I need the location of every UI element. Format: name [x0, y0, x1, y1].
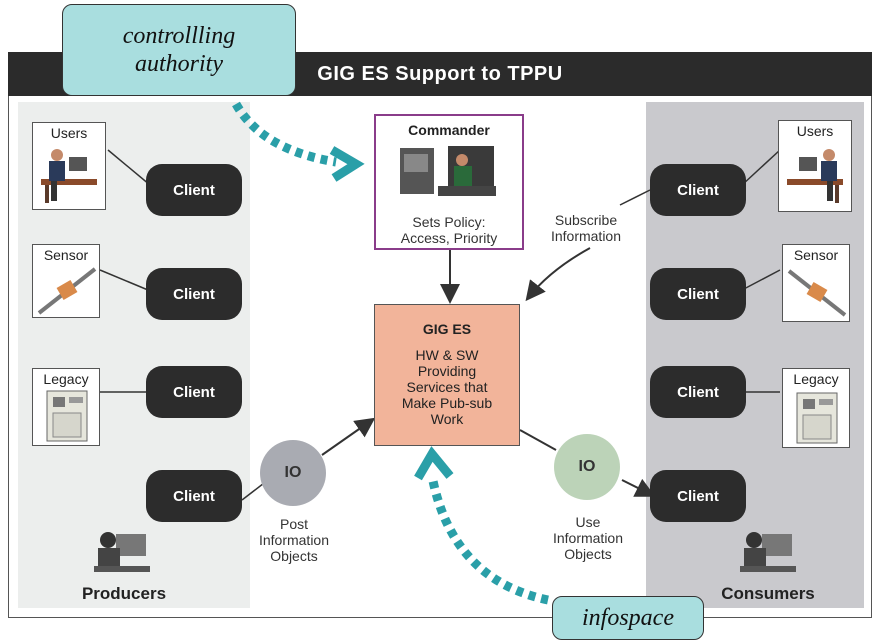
arrow-io-to-gig: [321, 417, 376, 456]
commander-caption: Sets Policy: Access, Priority: [400, 214, 498, 246]
mainframe-icon: [46, 390, 88, 442]
line-users-client-left: [107, 149, 151, 186]
producer-client-4: Client: [146, 470, 242, 522]
producers-person-icon: [94, 532, 150, 572]
producer-client-2: Client: [146, 268, 242, 320]
consumer-users-box: Users: [778, 120, 852, 212]
user-at-desk-icon: [41, 149, 97, 203]
arrow-io-to-client-right: [621, 478, 656, 497]
producer-users-label: Users: [50, 125, 88, 141]
producer-sensor-box: Sensor: [32, 244, 100, 318]
arrowhead-infospace-icon: [414, 446, 454, 481]
mainframe-icon: [796, 392, 838, 444]
consumer-sensor-label: Sensor: [793, 247, 839, 263]
consumer-client-2: Client: [650, 268, 746, 320]
producer-client-3: Client: [146, 366, 242, 418]
io-post-caption: Post Information Objects: [258, 516, 330, 564]
producers-label: Producers: [81, 584, 167, 603]
subscribe-caption: Subscribe Information: [550, 212, 622, 244]
callout-controlling-authority: controllling authority: [62, 4, 296, 96]
consumer-users-label: Users: [796, 123, 834, 139]
consumer-legacy-label: Legacy: [793, 371, 839, 387]
consumers-label: Consumers: [721, 584, 815, 603]
producer-client-1: Client: [146, 164, 242, 216]
io-post-circle: IO: [260, 440, 326, 506]
user-at-desk-icon: [787, 149, 843, 203]
producer-users-box: Users: [32, 122, 106, 210]
dotted-arrow-authority: [232, 101, 337, 167]
line-sensor-client-left: [99, 269, 149, 291]
producer-legacy-box: Legacy: [32, 368, 100, 446]
commander-box: Commander Sets Policy: Access, Priority: [374, 114, 524, 250]
satellite-icon: [37, 267, 97, 315]
satellite-icon: [787, 269, 847, 317]
consumer-client-4: Client: [650, 470, 746, 522]
producer-legacy-label: Legacy: [43, 371, 89, 387]
consumer-legacy-box: Legacy: [782, 368, 850, 448]
callout-infospace: infospace: [552, 596, 704, 640]
gig-es-body: HW & SW Providing Services that Make Pub…: [401, 347, 493, 427]
arrow-subscribe-to-gig: [525, 247, 591, 302]
line-client-users-right: [741, 149, 781, 186]
consumer-client-3: Client: [650, 366, 746, 418]
consumers-person-icon: [740, 532, 796, 572]
gig-es-title: GIG ES: [422, 321, 472, 337]
io-use-caption: Use Information Objects: [552, 514, 624, 562]
dotted-arrow-infospace: [427, 475, 549, 605]
consumer-sensor-box: Sensor: [782, 244, 850, 322]
commander-workstation-icon: [400, 146, 496, 196]
io-use-circle: IO: [554, 434, 620, 500]
gig-es-box: GIG ES HW & SW Providing Services that M…: [374, 304, 520, 446]
line-gig-io-right: [519, 429, 557, 451]
commander-title: Commander: [408, 122, 490, 138]
consumer-client-1: Client: [650, 164, 746, 216]
line-client-sensor-right: [741, 269, 781, 291]
line-client-subscribe: [619, 189, 651, 206]
arrowhead-authority-icon: [329, 146, 365, 182]
producer-sensor-label: Sensor: [43, 247, 89, 263]
